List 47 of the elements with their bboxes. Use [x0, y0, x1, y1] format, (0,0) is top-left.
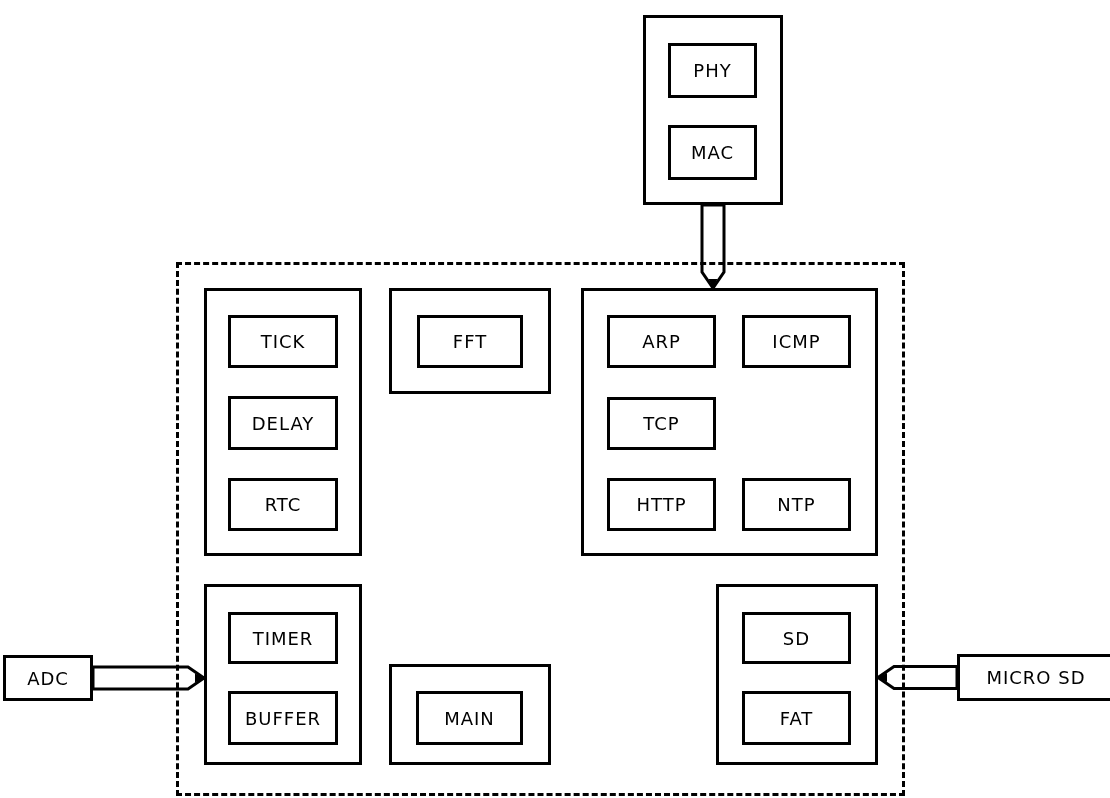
- node-label: SD: [782, 627, 811, 649]
- module-box: [742, 315, 851, 368]
- module-box: [417, 315, 523, 368]
- node-label: HTTP: [636, 494, 687, 515]
- module-box: [607, 397, 716, 450]
- module-group-box: [643, 15, 783, 205]
- node-label: FFT: [452, 331, 488, 352]
- module-box: [228, 691, 338, 745]
- module-group-box: [389, 288, 551, 394]
- dashed-boundary: [176, 262, 905, 796]
- block-arrow: [700, 203, 726, 291]
- module-box: [607, 478, 716, 531]
- module-box: [416, 691, 523, 745]
- module-box: [742, 691, 851, 745]
- node-label: BUFFER: [244, 707, 322, 729]
- node-label: ADC: [27, 667, 69, 689]
- node-label: FAT: [779, 707, 814, 729]
- node-label: NTP: [777, 494, 816, 515]
- module-group-box: [204, 288, 362, 556]
- module-box: [228, 478, 338, 531]
- module-group-box: [389, 664, 551, 765]
- block-arrow: [875, 665, 959, 690]
- module-box: [668, 43, 757, 98]
- node-label: RTC: [264, 494, 302, 515]
- node-label: MAC: [690, 142, 735, 163]
- module-box: [607, 315, 716, 368]
- module-box: [957, 654, 1110, 701]
- node-label: DELAY: [251, 412, 315, 434]
- block-arrow: [91, 665, 207, 691]
- module-group-box: [204, 584, 362, 765]
- node-label: ICMP: [772, 331, 821, 352]
- module-box: [668, 125, 757, 180]
- module-box: [742, 478, 851, 531]
- node-label: ARP: [642, 331, 681, 352]
- node-label: TICK: [260, 331, 306, 352]
- module-group-box: [716, 584, 878, 765]
- module-box: [228, 315, 338, 368]
- module-box: [3, 655, 93, 701]
- node-label: MAIN: [444, 707, 495, 729]
- module-group-box: [581, 288, 878, 556]
- module-box: [228, 396, 338, 450]
- node-label: TIMER: [252, 627, 314, 649]
- node-label: TCP: [643, 413, 680, 434]
- module-box: [742, 612, 851, 664]
- node-label: PHY: [693, 60, 732, 81]
- module-box: [228, 612, 338, 664]
- node-label: MICRO SD: [986, 667, 1086, 688]
